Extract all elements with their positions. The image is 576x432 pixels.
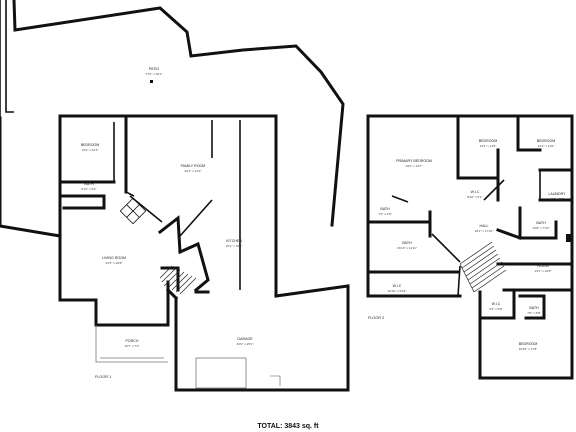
room-family: FAMILY ROOM 20'4" x 21'9" bbox=[181, 164, 206, 173]
room-bath-1: BATH 6'10" x 5'4" bbox=[81, 182, 96, 191]
room-laundry: LAUNDRY 6'1" x 6'2" bbox=[548, 192, 566, 201]
room-bedroom-1: BEDROOM 13'4" x 12'3" bbox=[81, 143, 100, 152]
room-dimensions: 20'4" x 21'9" bbox=[185, 169, 202, 173]
room-dimensions: 18'4" x 23'7" bbox=[406, 164, 423, 168]
floor1-fixtures bbox=[95, 325, 281, 389]
floor1-walls bbox=[58, 114, 350, 392]
room-dimensions: 8'10" x 5'1" bbox=[467, 195, 482, 199]
room-garage: GARAGE 30'0" x 25'1" bbox=[237, 337, 254, 346]
room-dimensions: 12'4" x 11'6" bbox=[480, 144, 497, 148]
room-dimensions: 16'1" x 16'3" bbox=[226, 244, 243, 248]
room-primary-bedroom: PRIMARY BEDROOM 18'4" x 23'7" bbox=[396, 159, 432, 168]
room-dimensions: 16'10" x 17'8" bbox=[519, 347, 538, 351]
room-dimensions: 30'0" x 25'1" bbox=[237, 342, 254, 346]
room-label: PATIO bbox=[149, 67, 159, 71]
room-bedroom-3: BEDROOM 12'2" x 11'6" bbox=[537, 139, 556, 148]
room-dimensions: 16'7" x 7'2" bbox=[124, 344, 139, 348]
room-bath-5: BATH 7'9" x 5'8" bbox=[527, 306, 541, 315]
floor1-label: FLOOR 1 bbox=[95, 375, 111, 379]
room-label: W.I.C bbox=[471, 190, 480, 194]
room-label: BATH bbox=[402, 241, 412, 245]
room-bath-2: BATH 7'3" x 4'8" bbox=[378, 207, 392, 216]
room-wic-3: W.I.C 6'4" x 5'8" bbox=[489, 302, 503, 311]
room-label: FAMILY ROOM bbox=[181, 164, 206, 168]
room-dimensions: 6'1" x 6'2" bbox=[550, 197, 564, 201]
room-porch: PORCH 16'7" x 7'2" bbox=[124, 339, 139, 348]
total-area: TOTAL: 3843 sq. ft bbox=[257, 423, 319, 430]
room-dimensions: 16'10" x 5'10" bbox=[388, 289, 407, 293]
room-label: BEDROOM bbox=[519, 342, 538, 346]
room-label: BATH bbox=[84, 182, 94, 186]
room-hall: HALL 18'1" x 17'10" bbox=[475, 224, 494, 233]
floor1-stairs bbox=[159, 265, 197, 295]
room-room: ROOM 13'1" x 10'8" bbox=[535, 264, 552, 273]
room-patio: PATIO 77'2" x 36'1" bbox=[146, 67, 163, 76]
room-dimensions: 16'10" x 11'11" bbox=[397, 246, 417, 250]
room-dimensions: 13'1" x 10'8" bbox=[535, 269, 552, 273]
room-dimensions: 6'4" x 5'8" bbox=[489, 307, 503, 311]
fireplace bbox=[119, 197, 147, 225]
patio-outline bbox=[0, 0, 345, 238]
room-bedroom-2: BEDROOM 12'4" x 11'6" bbox=[479, 139, 498, 148]
room-label: W.I.C bbox=[393, 284, 402, 288]
room-label: W.I.C bbox=[492, 302, 501, 306]
room-label: LIVING ROOM bbox=[102, 256, 126, 260]
room-wic-2: W.I.C 16'10" x 5'10" bbox=[388, 284, 407, 293]
room-label: PORCH bbox=[126, 339, 139, 343]
room-dimensions: 6'10" x 5'4" bbox=[81, 187, 96, 191]
room-label: ROOM bbox=[537, 264, 548, 268]
room-dimensions: 23'3" x 26'8" bbox=[106, 261, 123, 265]
room-wic-1: W.I.C 8'10" x 5'1" bbox=[467, 190, 482, 199]
room-label: BATH bbox=[529, 306, 539, 310]
room-label: GARAGE bbox=[237, 337, 253, 341]
room-labels: PATIO 77'2" x 36'1" BEDROOM 13'4" x 12'3… bbox=[81, 67, 566, 351]
room-label: BATH bbox=[380, 207, 390, 211]
room-dimensions: 12'2" x 11'6" bbox=[538, 144, 555, 148]
room-label: LAUNDRY bbox=[548, 192, 566, 196]
room-label: KITCHEN bbox=[226, 239, 242, 243]
room-dimensions: 12'8" x 7'10" bbox=[533, 226, 550, 230]
room-bath-4: BATH 16'10" x 11'11" bbox=[397, 241, 417, 250]
floor2-walls bbox=[366, 114, 574, 380]
floor2-stairs bbox=[459, 241, 507, 293]
room-kitchen: KITCHEN 16'1" x 16'3" bbox=[226, 239, 243, 248]
room-label: BATH bbox=[536, 221, 546, 225]
room-dimensions: 7'3" x 4'8" bbox=[378, 212, 392, 216]
room-dimensions: 77'2" x 36'1" bbox=[146, 72, 163, 76]
room-label: PRIMARY BEDROOM bbox=[396, 159, 432, 163]
floor2-label: FLOOR 2 bbox=[368, 316, 384, 320]
room-dimensions: 18'1" x 17'10" bbox=[475, 229, 494, 233]
room-bath-3: BATH 12'8" x 7'10" bbox=[533, 221, 550, 230]
room-bedroom-4: BEDROOM 16'10" x 17'8" bbox=[519, 342, 538, 351]
room-label: BEDROOM bbox=[81, 143, 100, 147]
room-label: BEDROOM bbox=[537, 139, 556, 143]
room-label: BEDROOM bbox=[479, 139, 498, 143]
room-label: HALL bbox=[480, 224, 489, 228]
room-dimensions: 13'4" x 12'3" bbox=[82, 148, 99, 152]
room-living: LIVING ROOM 23'3" x 26'8" bbox=[102, 256, 126, 265]
room-dimensions: 7'9" x 5'8" bbox=[527, 311, 541, 315]
